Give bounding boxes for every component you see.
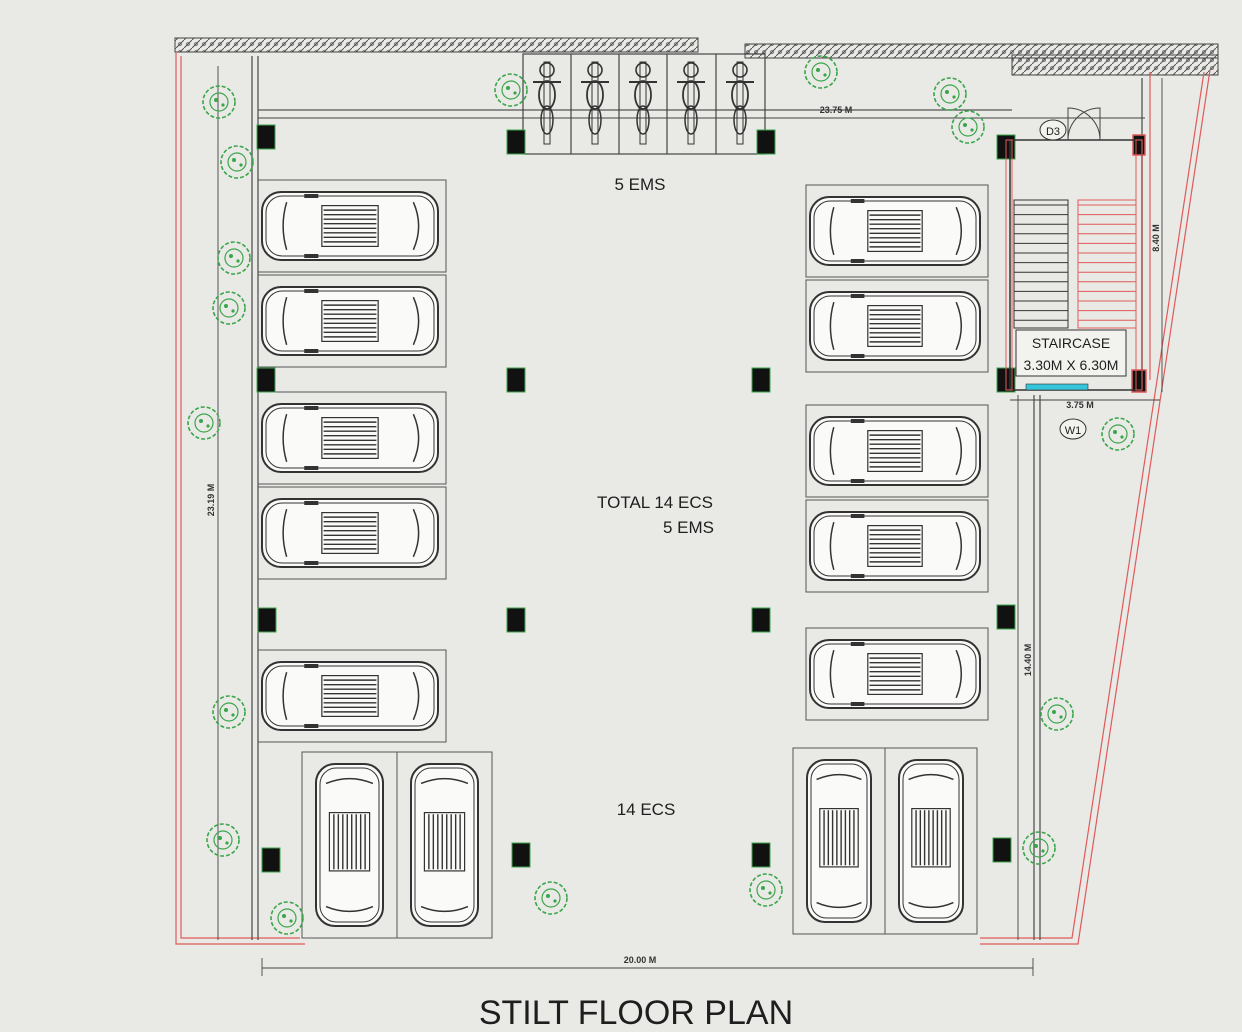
tree-icon — [206, 823, 240, 857]
column-icon — [506, 607, 526, 633]
parking-slot — [805, 184, 989, 278]
drawing-title: STILT FLOOR PLAN — [479, 994, 793, 1032]
tree-icon — [749, 873, 783, 907]
tree-icon — [202, 85, 236, 119]
parking-slot — [257, 391, 447, 485]
tree-icon — [933, 77, 967, 111]
column-icon — [996, 604, 1016, 630]
window-w1 — [1025, 383, 1089, 391]
column-icon — [756, 129, 776, 155]
car-icon — [261, 403, 439, 473]
dim-bottom: 20.00 M — [624, 955, 657, 965]
tree-icon — [534, 881, 568, 915]
car-icon — [261, 191, 439, 261]
building-outline — [251, 56, 1143, 940]
column-icon — [506, 129, 526, 155]
window-tag-bubble — [1059, 418, 1087, 440]
parking-slot — [257, 486, 447, 580]
car-icon — [809, 511, 981, 581]
label-total-ems: 5 EMS — [663, 518, 714, 537]
car-icon — [261, 498, 439, 568]
parking-slot — [805, 279, 989, 373]
tree-icon — [217, 241, 251, 275]
bike-icon — [677, 61, 705, 145]
column-icon — [751, 367, 771, 393]
motorcycle-parking — [522, 53, 766, 155]
parking-slot — [257, 179, 447, 273]
car-icon — [898, 759, 964, 923]
parking-slot — [805, 627, 989, 721]
column-icon — [1131, 369, 1147, 393]
label-staircase: STAIRCASE — [1032, 335, 1110, 351]
dim-left: 23.19 M — [206, 484, 216, 517]
car-icon — [809, 291, 981, 361]
dimension-lines — [217, 66, 1163, 976]
parking-slot — [884, 747, 978, 935]
parking-slot — [396, 751, 493, 939]
bike-icon — [726, 61, 754, 145]
window-tag: W1 — [1065, 425, 1082, 437]
car-icon — [261, 661, 439, 731]
tree-icon — [212, 695, 246, 729]
dim-right-upper: 8.40 M — [1151, 224, 1161, 252]
car-icon — [806, 759, 872, 923]
staircase — [1005, 107, 1143, 391]
dim-top: 23.75 M — [820, 105, 853, 115]
tree-icon — [212, 291, 246, 325]
car-icon — [809, 416, 981, 486]
tree-icon — [187, 406, 221, 440]
column-icon — [511, 842, 531, 868]
column-icon — [992, 837, 1012, 863]
tree-icon — [494, 73, 528, 107]
label-14-ecs: 14 ECS — [617, 800, 676, 819]
label-5-ems-top: 5 EMS — [614, 175, 665, 194]
tree-icon — [951, 110, 985, 144]
tree-icon — [1101, 417, 1135, 451]
dim-right-lower: 14.40 M — [1023, 644, 1033, 677]
tree-icon — [1022, 831, 1056, 865]
bike-icon — [629, 61, 657, 145]
tree-icon — [1040, 697, 1074, 731]
tree-icon — [220, 145, 254, 179]
door-swing — [1067, 107, 1101, 141]
column-icon — [261, 847, 281, 873]
boundary-wall-notch — [1011, 54, 1219, 76]
column-icon — [256, 124, 276, 150]
bike-icon — [533, 61, 561, 145]
site-boundary — [175, 52, 1211, 945]
column-icon — [751, 607, 771, 633]
parking-slot — [805, 404, 989, 498]
column-icon — [257, 607, 277, 633]
tree-icon — [804, 55, 838, 89]
car-icon — [410, 763, 479, 927]
column-icon — [506, 367, 526, 393]
column-icon — [751, 842, 771, 868]
door-tag: D3 — [1046, 126, 1060, 138]
car-icon — [809, 639, 981, 709]
column-icon — [256, 367, 276, 393]
bike-icon — [581, 61, 609, 145]
car-icon — [261, 286, 439, 356]
parking-slot — [257, 649, 447, 743]
parking-slot — [257, 274, 447, 368]
car-icon — [809, 196, 981, 266]
dim-stair-width: 3.75 M — [1066, 400, 1094, 410]
label-staircase-size: 3.30M X 6.30M — [1024, 357, 1119, 373]
boundary-wall-top-left — [174, 37, 699, 53]
door-tag-bubble — [1039, 119, 1067, 141]
column-icon — [1132, 134, 1146, 156]
parking-slot — [805, 499, 989, 593]
tree-icon — [270, 901, 304, 935]
car-icon — [315, 763, 384, 927]
label-total-ecs: TOTAL 14 ECS — [597, 493, 713, 512]
